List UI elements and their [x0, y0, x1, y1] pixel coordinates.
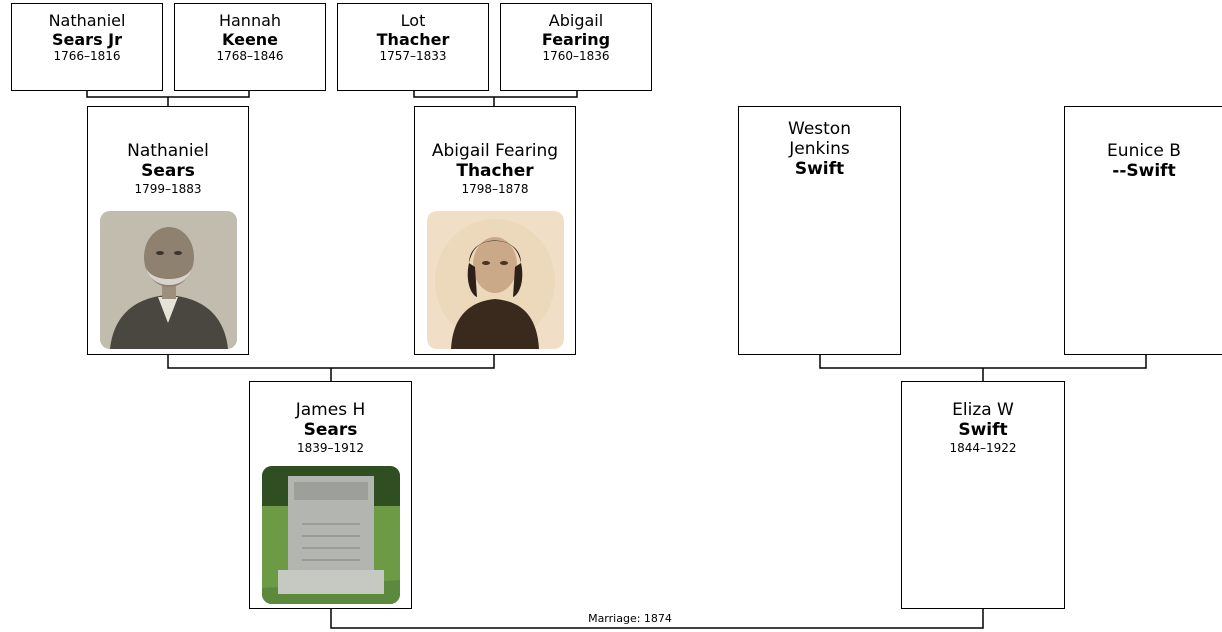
connector-line	[86, 91, 250, 98]
life-dates: 1799–1883	[134, 182, 202, 196]
given-name: James H	[295, 400, 366, 420]
marriage-line	[330, 608, 984, 629]
given-name: Eunice B	[1107, 141, 1181, 161]
person-card-lot-thacher[interactable]: Lot Thacher 1757–1833	[337, 3, 489, 91]
person-card-abigail-fearing-thacher[interactable]: Abigail Fearing Thacher 1798–1878	[414, 106, 576, 355]
given-name: Eliza W	[952, 400, 1014, 420]
surname: Sears Jr	[52, 30, 122, 49]
marriage-label: Marriage: 1874	[588, 612, 672, 625]
life-dates: 1798–1878	[461, 182, 529, 196]
surname: --Swift	[1112, 161, 1176, 181]
surname: Swift	[794, 159, 845, 179]
portrait-image	[427, 211, 564, 349]
connector-line	[413, 91, 578, 98]
given-name: Abigail	[548, 11, 604, 30]
life-dates: 1839–1912	[296, 441, 365, 455]
surname: Swift	[958, 420, 1008, 440]
given-name: Hannah	[218, 11, 282, 30]
portrait-photo[interactable]	[100, 211, 237, 349]
given-name: Lot	[400, 11, 426, 30]
surname: Sears	[141, 161, 195, 181]
portrait-image	[100, 211, 237, 349]
surname: Keene	[221, 30, 279, 49]
portrait-photo[interactable]	[427, 211, 564, 349]
person-card-eliza-w-swift[interactable]: Eliza W Swift 1844–1922	[901, 381, 1065, 609]
surname: Sears	[303, 420, 358, 440]
gravestone-photo[interactable]	[262, 466, 400, 604]
person-card-eunice-b-swift[interactable]: Eunice B --Swift	[1064, 106, 1222, 355]
person-card-nathaniel-sears-jr[interactable]: Nathaniel Sears Jr 1766–1816	[11, 3, 163, 91]
life-dates: 1766–1816	[53, 49, 121, 63]
surname: Fearing	[541, 30, 611, 49]
surname: Thacher	[456, 161, 534, 181]
gravestone-image	[262, 466, 400, 604]
life-dates: 1757–1833	[379, 49, 447, 63]
given-name: Abigail Fearing	[431, 141, 559, 161]
person-card-james-h-sears[interactable]: James H Sears 1839–1912	[249, 381, 412, 609]
life-dates: 1768–1846	[216, 49, 284, 63]
person-card-abigail-fearing[interactable]: Abigail Fearing 1760–1836	[500, 3, 652, 91]
given-name: Weston Jenkins	[788, 119, 851, 159]
person-card-nathaniel-sears[interactable]: Nathaniel Sears 1799–1883	[87, 106, 249, 355]
life-dates: 1844–1922	[949, 441, 1017, 455]
given-name: Nathaniel	[127, 141, 209, 161]
life-dates: 1760–1836	[542, 49, 610, 63]
connector-line	[819, 354, 1147, 369]
surname: Thacher	[376, 30, 450, 49]
person-card-hannah-keene[interactable]: Hannah Keene 1768–1846	[174, 3, 326, 91]
person-card-weston-jenkins-swift[interactable]: Weston Jenkins Swift	[738, 106, 901, 355]
given-name: Nathaniel	[48, 11, 126, 30]
connector-line	[167, 354, 495, 369]
